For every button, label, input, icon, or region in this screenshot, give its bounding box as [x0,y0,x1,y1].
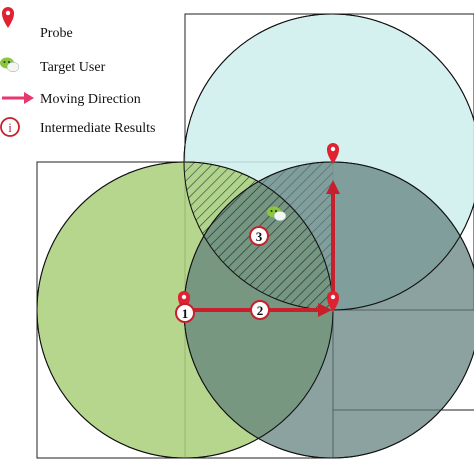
legend: Probe Target User Moving Direction i In [0,7,155,137]
move-arrowhead-up [326,180,340,194]
probe-pin-3 [327,143,339,164]
legend-item-probe: Probe [2,7,73,41]
legend-item-target-user: Target User [0,57,106,75]
legend-label-intermediate-results: Intermediate Results [40,121,155,136]
probe-pin-2 [327,291,339,312]
legend-item-intermediate-results: i Intermediate Results [0,117,155,137]
step-marker-1: 1 [175,303,195,323]
legend-label-moving-direction: Moving Direction [40,92,141,107]
map-pin-icon [2,7,14,28]
target-user-icon [267,206,287,222]
arrow-right-icon [2,92,34,104]
legend-label-probe: Probe [40,26,73,41]
svg-text:2: 2 [257,303,264,318]
intermediate-result-icon: i [0,117,20,137]
step-marker-3: 3 [249,226,269,246]
svg-text:i: i [8,120,12,135]
legend-item-moving-direction: Moving Direction [2,92,141,107]
chat-bubbles-icon [0,57,20,73]
svg-text:3: 3 [256,229,263,244]
step-marker-2: 2 [250,300,270,320]
svg-text:1: 1 [182,306,189,321]
legend-label-target-user: Target User [40,60,106,75]
move-arrowhead-right [318,303,332,317]
